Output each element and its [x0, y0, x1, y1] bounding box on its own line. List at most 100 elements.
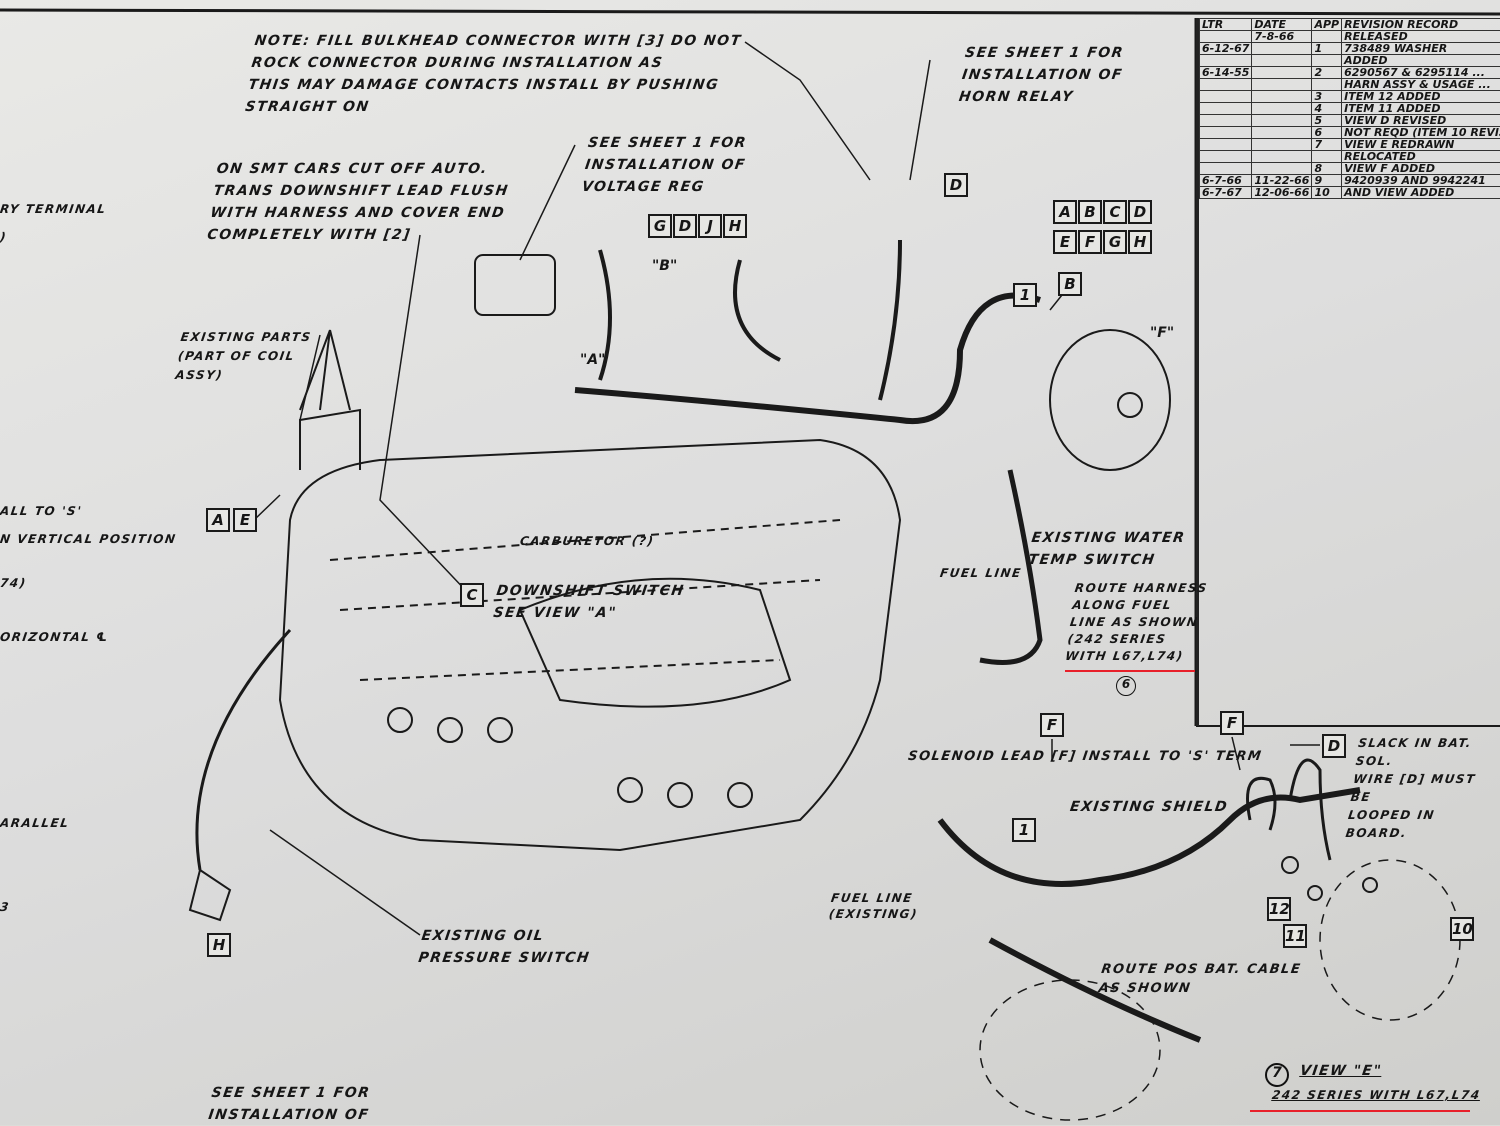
revision-ltr: 6-12-67 — [1200, 43, 1252, 55]
revision-ltr: 6-7-67 — [1200, 187, 1252, 199]
revision-app — [1312, 55, 1342, 67]
revision-ltr — [1200, 163, 1252, 175]
callout-g: G — [1103, 230, 1127, 254]
red-underline-harness — [1065, 670, 1195, 672]
revision-record: RELOCATED — [1342, 151, 1500, 163]
carb-note: CARBURETOR (?) — [518, 530, 655, 552]
left-edge-text: N VERTICAL POSITION — [0, 528, 178, 550]
callout-12: 12 — [1267, 897, 1291, 921]
revision-record: VIEW E REDRAWN — [1342, 139, 1500, 151]
revision-date — [1252, 55, 1312, 67]
view-e-title: VIEW "E" — [1298, 1060, 1383, 1082]
revision-record: ITEM 11 ADDED — [1342, 103, 1500, 115]
revision-app — [1312, 31, 1342, 43]
header-record: REVISION RECORD — [1342, 19, 1500, 31]
callout-horn-d: D — [944, 173, 968, 197]
border-top — [0, 10, 1500, 14]
solenoid-note: SOLENOID LEAD [F] INSTALL TO 'S' TERM — [906, 746, 1263, 768]
left-edge-text: 74) — [0, 572, 28, 594]
water-temp-note: EXISTING WATER TEMP SWITCH — [1027, 527, 1187, 571]
revision-date — [1252, 139, 1312, 151]
harness-branches — [600, 240, 900, 400]
revision-record: VIEW F ADDED — [1342, 163, 1500, 175]
alternator-pulley — [1118, 393, 1142, 417]
route-harness-number: 6 — [1116, 676, 1136, 696]
callout-e: E — [1053, 230, 1077, 254]
header-app: APP — [1312, 19, 1342, 31]
revision-ltr — [1200, 55, 1252, 67]
revision-app: 1 — [1312, 43, 1342, 55]
revision-date — [1252, 43, 1312, 55]
revision-row: ADDED — [1200, 55, 1500, 67]
revision-ltr: 6-14-55 — [1200, 67, 1252, 79]
existing-parts-note: EXISTING PARTS (PART OF COIL ASSY) — [174, 328, 313, 385]
callout-e: E — [233, 508, 257, 532]
revision-record: ITEM 12 ADDED — [1342, 91, 1500, 103]
revision-date: 11-22-66 — [1252, 175, 1312, 187]
revision-app: 9 — [1312, 175, 1342, 187]
header-date: DATE — [1252, 19, 1312, 31]
revision-row: 7-8-66 RELEASED — [1200, 31, 1500, 43]
revision-row: RELOCATED — [1200, 151, 1500, 163]
callout-h: H — [1128, 230, 1152, 254]
voltage-reg-note: SEE SHEET 1 FOR INSTALLATION OF VOLTAGE … — [580, 132, 750, 198]
callout-a: A — [1053, 200, 1077, 224]
revision-record: NOT REQD (ITEM 10 REVISED) — [1342, 127, 1500, 139]
callout-view-e-d: D — [1322, 734, 1346, 758]
revision-ltr — [1200, 103, 1252, 115]
starter-outline — [1320, 860, 1460, 1020]
revision-record: 738489 WASHER — [1342, 43, 1500, 55]
see-sheet-bottom-note: SEE SHEET 1 FOR INSTALLATION OF — [207, 1082, 374, 1126]
revision-date — [1252, 163, 1312, 175]
revision-date — [1252, 115, 1312, 127]
revision-date — [1252, 79, 1312, 91]
revision-record: HARN ASSY & USAGE ... — [1342, 79, 1500, 91]
callout-c: C — [460, 583, 484, 607]
fuel-line-note: FUEL LINE — [938, 562, 1023, 584]
revision-ltr — [1200, 151, 1252, 163]
revision-date — [1252, 127, 1312, 139]
callout-b: B — [1058, 272, 1082, 296]
route-harness-note: ROUTE HARNESS ALONG FUEL LINE AS SHOWN (… — [1064, 580, 1209, 665]
revision-app: 2 — [1312, 67, 1342, 79]
callout-j: J — [698, 214, 722, 238]
revision-date: 7-8-66 — [1252, 31, 1312, 43]
revision-app: 10 — [1312, 187, 1342, 199]
callout-1: 1 — [1013, 283, 1037, 307]
view-b-label: "B" — [652, 258, 677, 274]
callout-view-e-1: 1 — [1012, 818, 1036, 842]
left-edge-text: ARALLEL — [0, 812, 71, 834]
revision-record: RELEASED — [1342, 31, 1500, 43]
existing-shield-note: EXISTING SHIELD — [1068, 796, 1229, 818]
bulkhead-note: NOTE: FILL BULKHEAD CONNECTOR WITH [3] D… — [244, 30, 743, 118]
voltage-regulator — [475, 255, 555, 315]
callout-d: D — [673, 214, 697, 238]
fuel-line-existing-note: FUEL LINE (EXISTING) — [828, 890, 922, 922]
revision-app: 8 — [1312, 163, 1342, 175]
revision-date — [1252, 67, 1312, 79]
left-edge-text: ORIZONTAL ℄ — [0, 626, 110, 648]
revision-app: 7 — [1312, 139, 1342, 151]
revision-record: VIEW D REVISED — [1342, 115, 1500, 127]
revision-header-row: LTR DATE APP REVISION RECORD — [1200, 19, 1500, 31]
red-underline-view-e — [1250, 1110, 1470, 1112]
callout-11: 11 — [1283, 924, 1307, 948]
header-ltr: LTR — [1200, 19, 1252, 31]
revision-app: 4 — [1312, 103, 1342, 115]
spark-plugs — [388, 708, 752, 807]
callout-b: B — [1078, 200, 1102, 224]
oil-switch-leader — [270, 830, 420, 935]
route-pos-bat-note: ROUTE POS BAT. CABLE AS SHOWN — [1097, 960, 1302, 998]
oil-pressure-note: EXISTING OIL PRESSURE SWITCH — [417, 925, 595, 969]
revision-date — [1252, 91, 1312, 103]
left-edge-text: ALL TO 'S' — [0, 500, 84, 522]
revision-date: 12-06-66 — [1252, 187, 1312, 199]
view-e-subtitle: 242 SERIES WITH L67,L74 — [1270, 1084, 1482, 1106]
